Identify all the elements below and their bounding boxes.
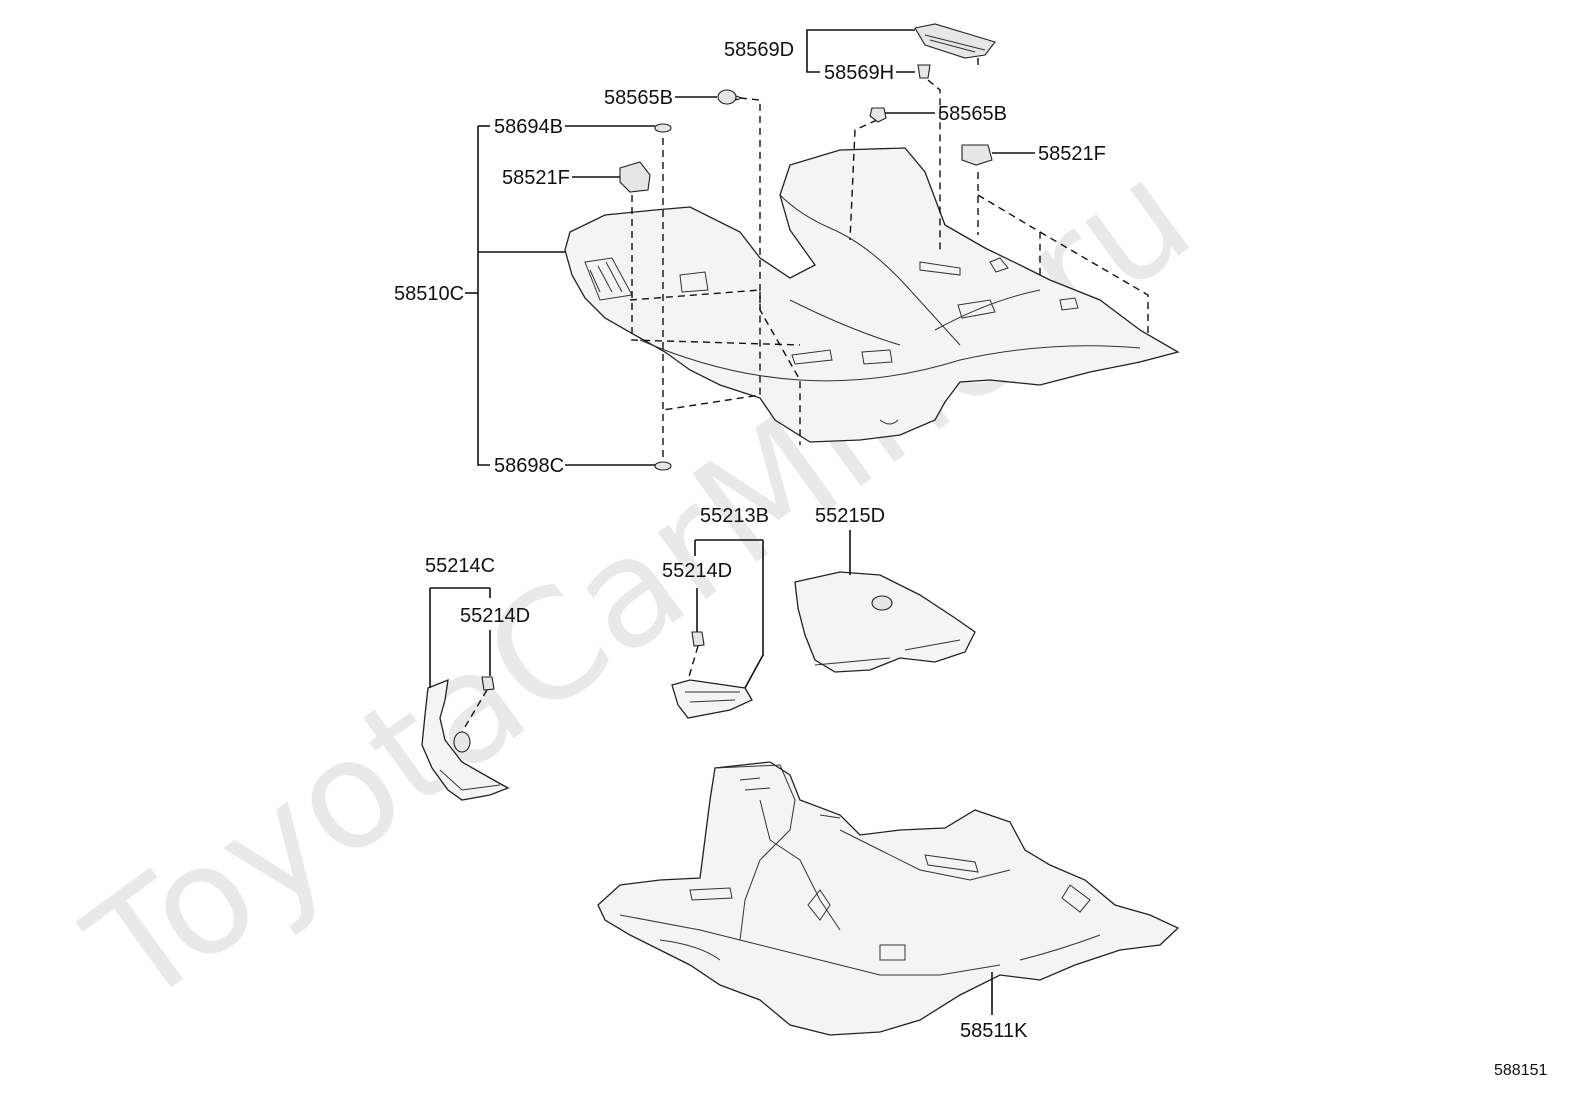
label-55214D-left: 55214D [460,605,530,627]
floor-silencer-58511K [597,761,1180,1036]
part-58565B-right-screw [869,107,887,123]
label-58521F-left: 58521F [502,167,570,189]
label-leaders-55214 [429,587,491,688]
part-58565B-left-cap [717,89,737,105]
floor-carpet-upper [564,147,1180,443]
label-leaders-upper [465,29,1035,466]
floor-pad-55215D [794,571,976,673]
label-58698C: 58698C [494,455,564,477]
part-58569D-plate [914,23,996,59]
label-58510C: 58510C [394,283,464,305]
label-55213B: 55213B [700,505,769,527]
label-55214C: 55214C [425,555,495,577]
floor-pad-55213B [671,631,753,719]
label-58565B-left: 58565B [604,87,673,109]
label-58569D: 58569D [724,39,794,61]
diagram-code: 588151 [1494,1062,1547,1079]
label-58511K: 58511K [960,1020,1028,1042]
label-58569H: 58569H [824,62,894,84]
floor-pad-55214C [421,676,510,801]
label-leaders-55213B [694,539,764,689]
part-labels: 58569D 58569H 58565B 58565B 58694B 58521… [394,39,1547,1079]
part-58521F-right-clip [961,144,993,166]
label-55215D: 55215D [815,505,885,527]
label-55214D-mid: 55214D [662,560,732,582]
label-58565B-right: 58565B [938,103,1007,125]
leader-lines-upper [629,58,1149,470]
label-58521F-right: 58521F [1038,143,1106,165]
clip-parts [619,23,996,471]
part-58569H-clip [917,64,931,79]
part-58698C-grommet [654,461,672,471]
part-58694B-grommet [654,123,672,133]
part-58521F-left-clip [619,161,651,193]
label-58694B: 58694B [494,116,563,138]
